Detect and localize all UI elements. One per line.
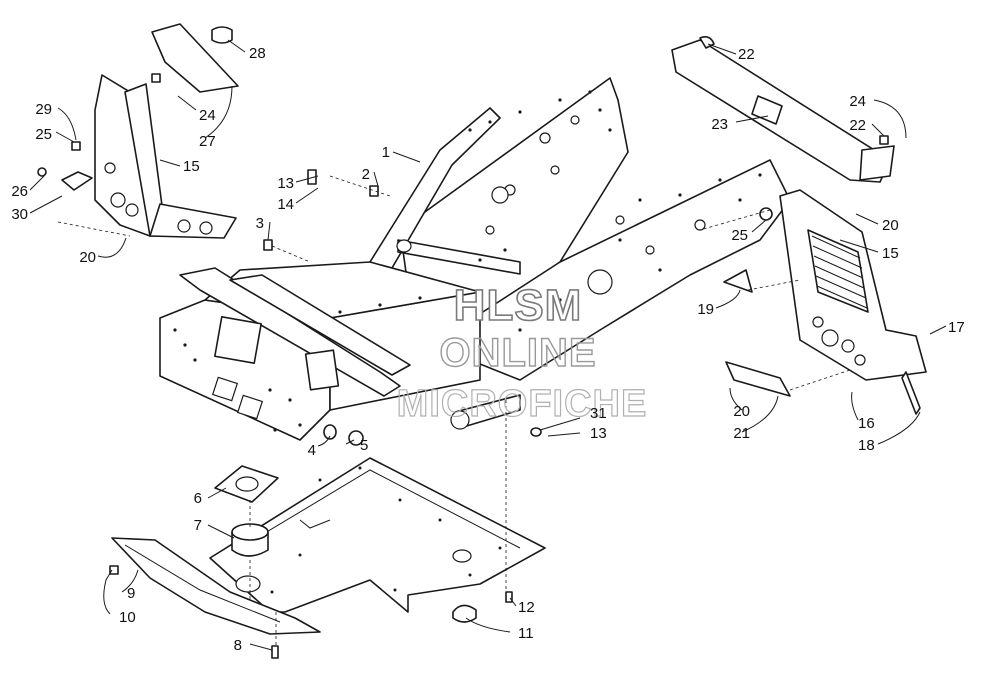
- callout-15-right: 15: [882, 245, 899, 262]
- traction-grid: [811, 235, 868, 309]
- callout-26: 26: [11, 183, 28, 200]
- callout-4: 4: [308, 442, 316, 459]
- callout-31: 31: [590, 405, 607, 422]
- watermark-line-1: HLSM: [454, 281, 583, 330]
- callout-24-right: 24: [849, 93, 866, 110]
- main-frame: [159, 77, 791, 441]
- right-footrest-assembly: [723, 189, 927, 415]
- callout-25-right: 25: [731, 227, 748, 244]
- watermark: HLSM ONLINE MICROFICHE: [396, 280, 648, 425]
- callout-18: 18: [858, 437, 875, 454]
- leader-lines: [29, 39, 947, 651]
- watermark-line-2: ONLINE: [439, 331, 596, 375]
- callout-20-lower: 20: [733, 403, 750, 420]
- watermark-line-3: MICROFICHE: [397, 383, 648, 425]
- fasteners: [71, 73, 889, 659]
- callout-labels: 1 2 3 4 5 6 7 8 9 10 11 12 13 13 14 15 1…: [11, 45, 964, 654]
- callout-29: 29: [35, 101, 52, 118]
- callout-22-upper: 22: [738, 46, 755, 63]
- callout-22-lower: 22: [849, 117, 866, 134]
- callout-16: 16: [858, 415, 875, 432]
- callout-15-left: 15: [183, 158, 200, 175]
- callout-28: 28: [249, 45, 266, 62]
- frame-rivets: [173, 90, 762, 432]
- callout-17: 17: [948, 319, 965, 336]
- callout-19: 19: [697, 301, 714, 318]
- callout-12: 12: [518, 599, 535, 616]
- callout-8: 8: [234, 637, 242, 654]
- left-footrest-assembly: [37, 23, 239, 239]
- callout-14: 14: [277, 196, 294, 213]
- frame-holes: [485, 115, 706, 295]
- callout-25-left: 25: [35, 126, 52, 143]
- callout-10: 10: [119, 609, 136, 626]
- callout-24-left: 24: [199, 107, 216, 124]
- callout-3: 3: [256, 215, 264, 232]
- skid-plate: [111, 537, 321, 635]
- assembly-lines: [57, 175, 851, 646]
- callout-21: 21: [733, 425, 750, 442]
- belly-pan: [209, 457, 546, 613]
- callout-13-upper: 13: [277, 175, 294, 192]
- callout-5: 5: [360, 437, 368, 454]
- callout-23: 23: [711, 116, 728, 133]
- callout-27: 27: [199, 133, 216, 150]
- callout-13-lower: 13: [590, 425, 607, 442]
- steering-post: [671, 36, 895, 183]
- callout-7: 7: [194, 517, 202, 534]
- grommet-parts: [214, 465, 477, 623]
- callout-11: 11: [518, 625, 534, 642]
- callout-20-right: 20: [882, 217, 899, 234]
- callout-2: 2: [362, 166, 370, 183]
- callout-30: 30: [11, 206, 28, 223]
- callout-6: 6: [194, 490, 202, 507]
- callout-9: 9: [127, 585, 135, 602]
- callout-1: 1: [382, 144, 390, 161]
- callout-20-left: 20: [79, 249, 96, 266]
